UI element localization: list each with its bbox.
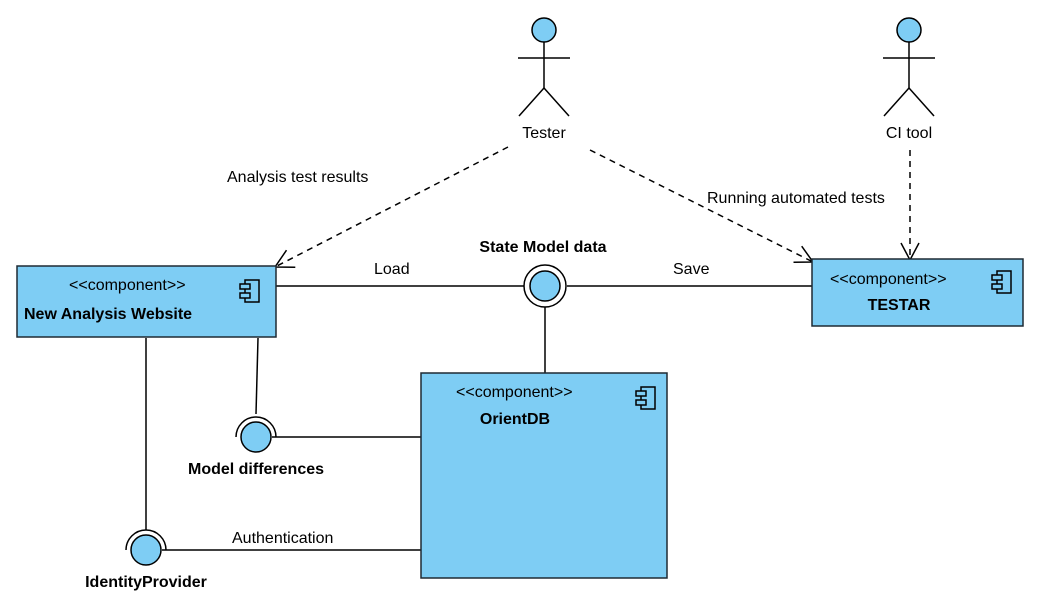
website-diff-connector [255, 337, 259, 415]
running-label: Running automated tests [707, 190, 885, 207]
analysis-label: Analysis test results [227, 169, 368, 186]
connectors [145, 146, 920, 551]
load-label: Load [374, 261, 410, 278]
analysis-dependency [274, 146, 509, 268]
component-icon [239, 279, 260, 303]
ci-tool-label: CI tool [886, 125, 932, 142]
component-stereotype: <<component>> [830, 271, 947, 288]
stick-figure-icon [518, 17, 570, 117]
save-label: Save [673, 261, 710, 278]
interface-label: IdentityProvider [85, 574, 207, 591]
component-orientdb: <<component>> OrientDB [420, 372, 668, 579]
component-testar: <<component>> TESTAR [811, 258, 1024, 327]
interface-state-model-data: State Model data [479, 239, 607, 308]
component-icon [635, 386, 656, 410]
component-icon [991, 270, 1012, 294]
socket-icon [235, 416, 277, 438]
interface-label: Model differences [188, 461, 324, 478]
interface-identity-provider: IdentityProvider [85, 529, 207, 591]
interface-model-differences: Model differences [188, 416, 324, 478]
component-stereotype: <<component>> [69, 277, 186, 294]
component-new-analysis-website: <<component>> New Analysis Website [16, 265, 277, 338]
actor-ci-tool: CI tool [883, 17, 935, 142]
ball-icon [529, 270, 561, 302]
stick-figure-icon [883, 17, 935, 117]
running-dependency [589, 149, 814, 263]
component-name: New Analysis Website [24, 306, 192, 323]
actor-tester: Tester [518, 17, 570, 142]
ball-icon [240, 421, 272, 453]
auth-label: Authentication [232, 530, 333, 547]
component-name: OrientDB [480, 411, 550, 428]
component-name: TESTAR [868, 297, 931, 314]
socket-icon [125, 529, 167, 551]
tester-label: Tester [522, 125, 566, 142]
interface-label: State Model data [479, 239, 606, 256]
ball-icon [130, 534, 162, 566]
component-stereotype: <<component>> [456, 384, 573, 401]
